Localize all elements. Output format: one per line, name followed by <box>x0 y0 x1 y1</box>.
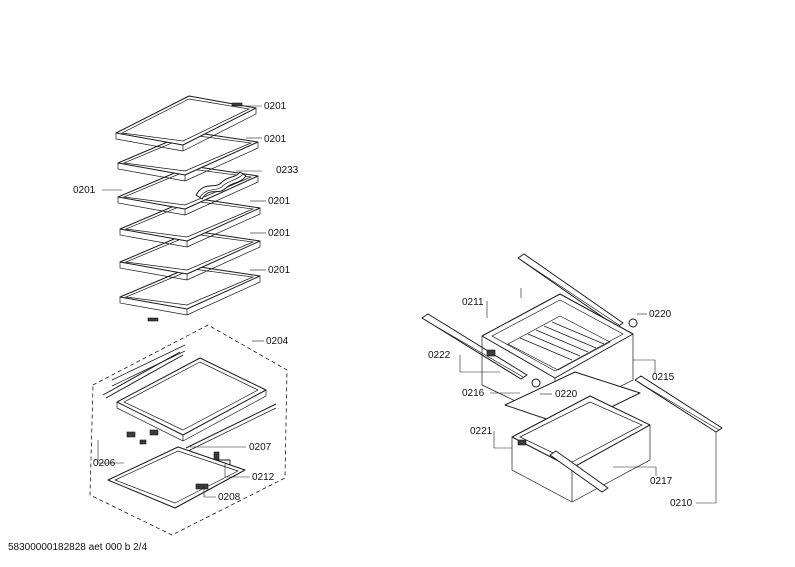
rail-top <box>517 253 624 328</box>
shelf-5 <box>119 230 261 281</box>
label-clip: 0206 <box>93 458 116 469</box>
assembly-outline <box>89 324 288 536</box>
shelf-4 <box>119 197 261 248</box>
label-rail-rear: 0207 <box>249 442 272 453</box>
label-shelf-6: 0201 <box>268 265 291 276</box>
shelf-stack <box>115 95 261 322</box>
label-drawer-right-side: 0215 <box>652 372 675 383</box>
label-knob-lower: 0220 <box>555 389 578 400</box>
shelf-1 <box>115 95 257 152</box>
label-drawer-upper: 0222 <box>428 350 451 361</box>
document-id: 58300000182828 aet 000 b 2/4 <box>8 542 148 553</box>
label-shelf-5: 0201 <box>268 228 291 239</box>
label-drawer-lower-left: 0221 <box>470 426 493 437</box>
label-shelf-assembly: 0204 <box>266 336 289 347</box>
rail-right <box>634 375 723 433</box>
shelf-assembly <box>102 344 277 509</box>
label-divider: 0216 <box>462 388 485 399</box>
label-drawer-lower-right: 0217 <box>650 476 673 487</box>
label-shelf-2: 0201 <box>264 134 287 145</box>
leader-lines <box>97 105 717 504</box>
label-cover-plate: 0208 <box>218 492 241 503</box>
label-shelf-1: 0201 <box>264 101 287 112</box>
drawer-grid <box>519 321 605 361</box>
label-shelf-left: 0201 <box>73 185 96 196</box>
label-rail-top: 0211 <box>462 297 484 308</box>
shelf-6 <box>119 265 261 322</box>
label-knob: 0220 <box>649 309 672 320</box>
callout-labels: 0201 0201 0201 0233 0201 0201 0201 0204 … <box>73 101 693 509</box>
label-shelf-4: 0201 <box>268 196 291 207</box>
label-film-insert: 0233 <box>276 165 299 176</box>
label-rail-right: 0210 <box>670 498 693 509</box>
label-hinge-part: 0212 <box>252 472 275 483</box>
film-insert <box>195 171 247 200</box>
drawer-area <box>421 253 723 503</box>
